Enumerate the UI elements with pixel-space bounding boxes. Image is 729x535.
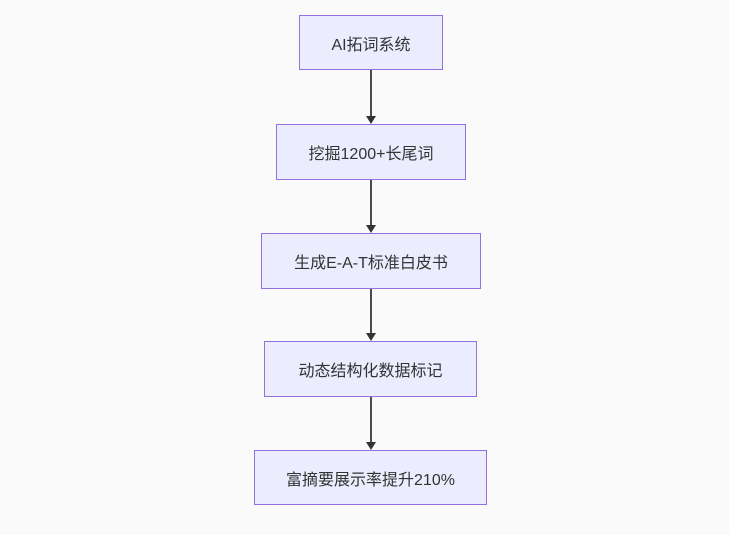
flow-node-label: 富摘要展示率提升210% — [286, 471, 455, 489]
flow-node-label: 生成E-A-T标准白皮书 — [294, 255, 448, 272]
arrowhead-down-icon — [366, 116, 376, 124]
arrowhead-down-icon — [366, 442, 376, 450]
flow-node-longtail-mining: 挖掘1200+长尾词 — [276, 124, 466, 180]
flow-node-label: AI拓词系统 — [331, 36, 411, 54]
flow-edge-2-3 — [366, 180, 376, 233]
flow-node-label: 挖掘1200+长尾词 — [308, 146, 434, 163]
flow-node-structured-data-markup: 动态结构化数据标记 — [264, 341, 477, 397]
flow-edge-4-5 — [366, 397, 376, 450]
flow-node-eat-whitepaper: 生成E-A-T标准白皮书 — [261, 233, 481, 289]
flow-edge-1-2 — [366, 70, 376, 124]
flow-node-rich-snippet-result: 富摘要展示率提升210% — [254, 450, 487, 505]
flow-node-label: 动态结构化数据标记 — [298, 363, 443, 380]
arrowhead-down-icon — [366, 225, 376, 233]
flow-node-ai-keyword-system: AI拓词系统 — [299, 15, 443, 70]
flow-edge-3-4 — [366, 289, 376, 341]
arrowhead-down-icon — [366, 333, 376, 341]
